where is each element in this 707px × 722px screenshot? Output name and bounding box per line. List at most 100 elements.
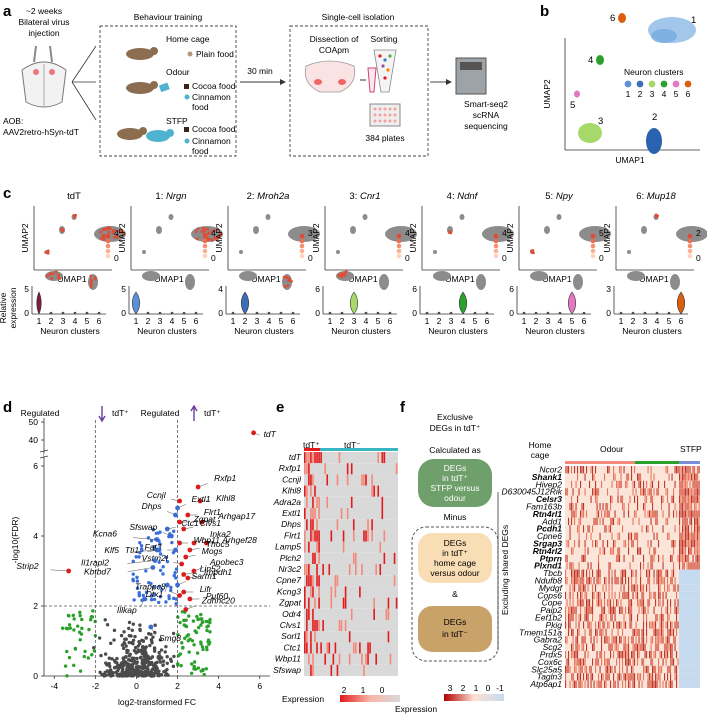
heatmap-f-cell	[608, 466, 610, 474]
volcano-point-fdr	[140, 548, 144, 553]
expression-dot	[113, 235, 116, 239]
svg-text:in tdT⁻: in tdT⁻	[442, 629, 468, 639]
heatmap-f-cell	[565, 488, 567, 496]
heatmap-f-cell	[685, 517, 687, 526]
heatmap-f-gene: Eef1b2	[535, 613, 562, 623]
scale-dot	[687, 253, 693, 259]
heatmap-f-cell	[659, 614, 661, 622]
scale-min: 0	[211, 253, 216, 263]
scale-dot	[493, 243, 499, 249]
violin	[73, 311, 77, 315]
heatmap-e-gene: Klhl8	[282, 486, 301, 496]
heatmap-f-cell	[568, 658, 570, 666]
heatmap-f-cell	[695, 569, 697, 577]
heatmap-f-cell	[586, 599, 588, 607]
heatmap-f-cell	[689, 495, 691, 503]
heatmap-f-cell	[587, 606, 589, 614]
svg-text:Cinnamon: Cinnamon	[192, 92, 231, 102]
heatmap-f-cell	[611, 547, 613, 555]
heatmap-e-cell	[316, 496, 318, 508]
heatmap-f-cell	[677, 584, 679, 592]
heatmap-f-cell	[614, 643, 616, 651]
heatmap-f-cell	[677, 606, 679, 614]
heatmap-f-gene: Ndufb8	[535, 576, 563, 586]
volcano-xtick: 2	[175, 681, 180, 691]
heatmap-f-cell	[676, 621, 678, 629]
umap-b-xlabel: UMAP1	[615, 155, 645, 165]
heatmap-f-cell	[659, 569, 661, 577]
heatmap-f-cell	[677, 599, 679, 607]
heatmap-f-cell	[641, 525, 643, 533]
heatmap-f-cell	[578, 540, 580, 548]
scale-dot	[396, 243, 402, 249]
violin-tick: 1	[134, 316, 139, 326]
heatmap-f-cell	[694, 591, 696, 600]
heatmap-f-cell	[586, 614, 588, 622]
heatmap-f-cell	[610, 606, 612, 614]
heatmap-f-cell	[584, 665, 586, 674]
expression-dot	[51, 272, 55, 276]
heatmap-f-cell	[685, 495, 687, 503]
heatmap-f-cell	[674, 636, 676, 644]
heatmap-f-cell	[694, 466, 696, 474]
volcano-point-ns	[150, 674, 154, 678]
expression-dot	[215, 228, 219, 231]
heatmap-f-cell	[574, 510, 576, 518]
heatmap-f-cell	[688, 473, 690, 481]
heatmap-f-cell	[599, 569, 601, 577]
violin-tick: 3	[546, 316, 551, 326]
heatmap-f-cell	[565, 636, 567, 644]
heatmap-f-cell	[697, 658, 699, 666]
heatmap-e-cell	[312, 575, 314, 587]
heatmap-f-cell	[580, 480, 582, 489]
heatmap-f-cell	[595, 517, 597, 526]
heatmap-f-cell	[682, 525, 684, 533]
heatmap-f-cell	[623, 510, 625, 518]
volcano-point-fc	[188, 637, 192, 641]
heatmap-f-cell	[679, 554, 681, 563]
volcano-point-label: Flrt1	[204, 507, 221, 517]
heatmap-f-cell	[617, 547, 619, 555]
heatmap-f-cell	[653, 577, 655, 585]
heatmap-f-cell	[686, 525, 688, 533]
volcano-point-ns	[122, 662, 126, 667]
heatmap-e-cell	[348, 631, 351, 643]
heatmap-e-cell	[308, 564, 310, 576]
heatmap-f-cell	[695, 614, 697, 622]
violin-xlabel: Neuron clusters	[622, 326, 682, 336]
violin	[255, 311, 259, 315]
heatmap-e-cell	[355, 564, 357, 576]
heatmap-f-cell	[668, 680, 670, 688]
heatmap-f-cell	[616, 480, 618, 489]
expression-dot	[283, 285, 287, 288]
mouse-brain-illustration	[21, 45, 67, 108]
heatmap-f-cell	[617, 599, 619, 607]
heatmap-f-cell	[640, 584, 642, 592]
heatmap-f-cell	[602, 547, 604, 555]
heatmap-f-cell	[586, 665, 588, 674]
heatmap-e-cell	[389, 653, 392, 665]
feature-umap-xlabel: UMAP1	[154, 274, 184, 284]
heatmap-f-cell	[626, 480, 628, 489]
heatmap-f-cell	[673, 510, 675, 518]
heatmap-f-cell	[632, 665, 634, 674]
heatmap-f-cell	[572, 673, 574, 681]
heatmap-f-cell	[694, 503, 696, 511]
heatmap-f-cell	[577, 673, 579, 681]
heatmap-f-cell	[662, 525, 664, 533]
heatmap-f-cell	[596, 503, 598, 511]
heatmap-f-cell	[646, 584, 648, 592]
heatmap-f-cell	[634, 510, 636, 518]
umap-cluster	[676, 226, 707, 242]
heatmap-f-cell	[686, 621, 688, 629]
svg-text:injection: injection	[28, 28, 59, 38]
heatmap-f-cell	[584, 680, 586, 688]
heatmap-f-cell	[682, 547, 684, 555]
heatmap-f-cell	[680, 636, 682, 644]
heatmap-f-cell	[581, 636, 583, 644]
svg-text:STFP versus: STFP versus	[431, 483, 480, 493]
heatmap-f-cell	[596, 517, 598, 526]
volcano-point-fc	[204, 667, 209, 671]
heatmap-f-cell	[581, 466, 583, 474]
heatmap-f-cell	[604, 606, 606, 614]
